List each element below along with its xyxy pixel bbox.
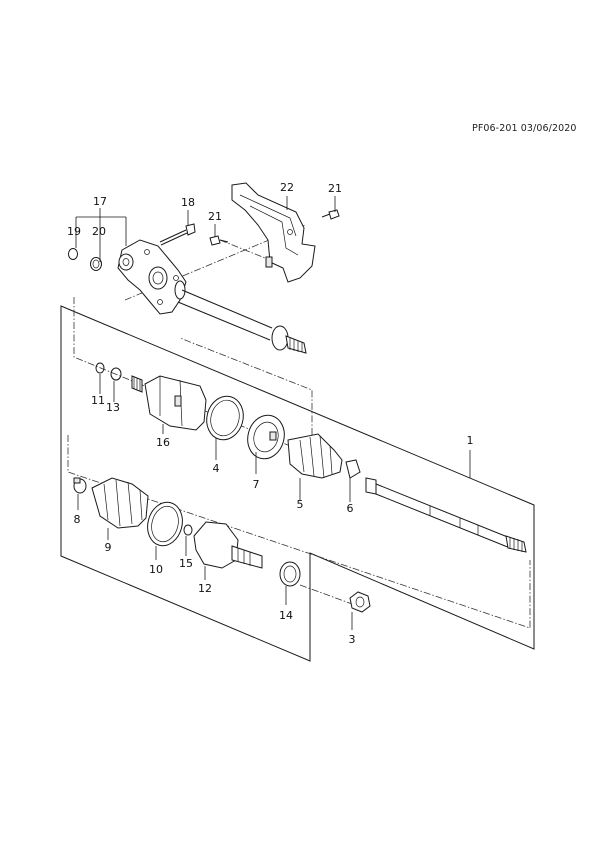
callout-6: 6 — [347, 502, 354, 515]
callout-7: 7 — [253, 478, 260, 491]
drive-shaft — [365, 477, 527, 553]
boot-housing-7 — [247, 414, 285, 460]
bearing-housing — [117, 239, 187, 315]
callout-17: 17 — [93, 195, 107, 208]
callout-1: 1 — [467, 434, 474, 447]
callout-20: 20 — [92, 225, 106, 238]
callout-8: 8 — [74, 513, 81, 526]
callout-22: 22 — [280, 181, 294, 194]
circlip-15 — [183, 524, 193, 536]
seal-ring-20 — [90, 257, 102, 271]
callout-12: 12 — [198, 582, 212, 595]
intermediate-shaft — [177, 289, 307, 354]
diagram-reference-code: PF06-201 03/06/2020 — [472, 123, 577, 134]
callout-15: 15 — [179, 557, 193, 570]
lock-ring-14 — [279, 561, 301, 587]
callout-21-right: 21 — [328, 182, 342, 195]
inner-boot-5 — [287, 433, 343, 479]
callout-10: 10 — [149, 563, 163, 576]
outer-cv-joint-12 — [193, 521, 263, 569]
bolt-21-right — [321, 209, 340, 220]
circlip-19 — [68, 248, 78, 260]
leader-lines — [75, 196, 471, 630]
clip-6 — [345, 459, 361, 479]
callout-3: 3 — [349, 633, 356, 646]
callout-18: 18 — [181, 196, 195, 209]
axis-line-joint — [67, 435, 531, 629]
assembly-frame — [60, 305, 535, 662]
callout-9: 9 — [105, 541, 112, 554]
boot-clamp-10 — [147, 501, 183, 547]
bolt-18 — [159, 223, 196, 246]
callout-4: 4 — [213, 462, 220, 475]
callout-21-left: 21 — [208, 210, 222, 223]
callout-14: 14 — [279, 609, 293, 622]
circlip-11 — [95, 362, 105, 374]
clamp-8 — [73, 477, 87, 494]
boot-clamp-4 — [206, 395, 244, 441]
callout-19: 19 — [67, 225, 81, 238]
outer-boot-9 — [91, 477, 149, 529]
bracket-part — [231, 182, 316, 283]
callout-16: 16 — [156, 436, 170, 449]
callout-11: 11 — [91, 394, 105, 407]
callout-13: 13 — [106, 401, 120, 414]
ring-13 — [110, 367, 122, 381]
axis-line-nut — [299, 584, 356, 606]
inner-joint-housing — [131, 375, 207, 431]
bolt-21-left — [209, 235, 229, 246]
axis-line-bolt — [219, 239, 276, 263]
callout-5: 5 — [297, 498, 304, 511]
axle-nut-3 — [349, 591, 371, 613]
